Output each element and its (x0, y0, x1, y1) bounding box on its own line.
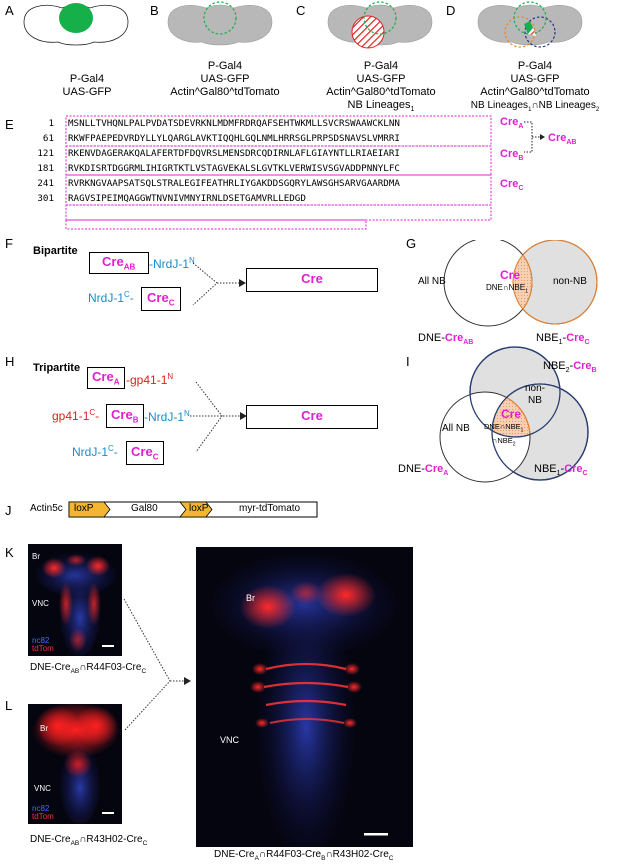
image-l: Br VNC nc82 tdTom (28, 704, 122, 824)
venn-i-center: Cre (501, 407, 522, 421)
tri-nrdj-c: NrdJ-1C- (72, 444, 118, 459)
venn-i-top: NBE2-CreB (543, 360, 597, 375)
panel-label-l: L (5, 698, 13, 713)
kl-to-m-arrows (123, 598, 191, 732)
image-l-stain1: nc82 (32, 804, 50, 813)
panel-label-g: G (406, 236, 417, 251)
image-k-stain2: tdTom (32, 644, 54, 653)
venn-i-all-nb: All NB (442, 423, 470, 434)
venn-g-center: Cre (500, 268, 521, 282)
venn-i-right: NBE1-CreC (534, 463, 588, 478)
panel-label-h: H (5, 354, 15, 369)
tri-cre-a-box (87, 367, 125, 389)
bip-cre-ab-box (89, 252, 149, 274)
bip-result: Cre (301, 271, 323, 286)
tri-cre-b: CreB (111, 407, 139, 425)
tri-gp41-n: -gp41-1N (126, 372, 174, 387)
bipartite-title: Bipartite (33, 245, 78, 257)
tri-cre-c-box (126, 441, 164, 465)
construct-diagram (68, 501, 318, 518)
image-k-caption: DNE-CreAB∩R44F03-CreC (30, 662, 147, 675)
tri-arrow (190, 381, 247, 453)
bip-nrdj-n: -NrdJ-1N (149, 256, 195, 271)
venn-g-right: non-NB (553, 276, 587, 287)
image-k-br: Br (32, 552, 40, 561)
bip-result-box (246, 268, 378, 292)
venn-g (443, 240, 598, 327)
image-l-stain2: tdTom (32, 812, 54, 821)
venn-g-label-right: NBE1-CreC (536, 332, 590, 347)
tri-result: Cre (301, 408, 323, 423)
construct-promoter: Actin5c (30, 503, 63, 514)
venn-g-label-left: DNE-CreAB (418, 332, 474, 347)
panel-label-c: C (296, 3, 306, 18)
brain-schematics (23, 1, 583, 49)
panel-label-a: A (5, 3, 14, 18)
venn-g-left: All NB (418, 276, 446, 287)
seq-cre-ab-label: CreAB (548, 132, 577, 147)
venn-i-left: DNE-CreA (398, 463, 449, 478)
tri-nrdj-n: -NrdJ-1N (144, 409, 190, 424)
panel-label-k: K (5, 545, 14, 560)
sequence-boxes (65, 115, 545, 230)
seq-cre-c-label: CreC (500, 178, 524, 193)
bip-cre-c-box (141, 287, 181, 311)
brain-b (167, 1, 273, 46)
tri-cre-b-box (106, 404, 144, 428)
tripartite-title: Tripartite (33, 362, 81, 374)
venn-g-center-sub: DNE∩NBE1 (486, 283, 528, 295)
tri-gp41-c: gp41-1C- (52, 408, 100, 423)
brain-a (23, 3, 129, 46)
tri-cre-a: CreA (92, 369, 120, 387)
image-m-vnc: VNC (220, 735, 240, 745)
tri-result-box (246, 405, 378, 429)
panel-label-f: F (5, 236, 13, 251)
panel-label-b: B (150, 3, 159, 18)
seq-cre-a-label: CreA (500, 116, 524, 131)
bip-cre-c: CreC (147, 290, 175, 308)
venn-i (439, 346, 589, 483)
venn-i-non-nb: non-NB (525, 383, 546, 406)
image-k-vnc: VNC (32, 599, 49, 608)
construct-gal80: Gal80 (131, 503, 158, 514)
image-l-caption: DNE-CreAB∩R43H02-CreC (30, 834, 148, 847)
construct-tdtomato: myr-tdTomato (239, 503, 301, 514)
bip-cre-ab: CreAB (102, 254, 136, 272)
image-l-vnc: VNC (34, 784, 51, 793)
construct-loxp-1: loxP (74, 503, 94, 514)
panel-label-d: D (446, 3, 456, 18)
image-k: Br VNC nc82 tdTom (28, 544, 122, 656)
tri-cre-c: CreC (131, 444, 159, 462)
image-m-caption: DNE-CreA∩R44F03-CreB∩R43H02-CreC (214, 849, 394, 862)
image-l-br: Br (40, 724, 48, 733)
bip-arrow (192, 262, 246, 306)
brain-d (477, 1, 583, 48)
image-m-br: Br (246, 593, 255, 603)
image-m: Br VNC (196, 547, 413, 847)
construct-loxp-2: loxP (189, 503, 209, 514)
panel-label-j: J (5, 503, 12, 518)
image-k-stain1: nc82 (32, 636, 50, 645)
bip-nrdj-c: NrdJ-1C- (88, 290, 134, 305)
panel-label-e: E (5, 117, 14, 132)
panel-label-i: I (406, 354, 410, 369)
venn-i-center-sub: DNE∩NBE1 ∩NBE2 (484, 422, 524, 447)
seq-cre-b-label: CreB (500, 148, 524, 163)
brain-c (327, 1, 433, 49)
